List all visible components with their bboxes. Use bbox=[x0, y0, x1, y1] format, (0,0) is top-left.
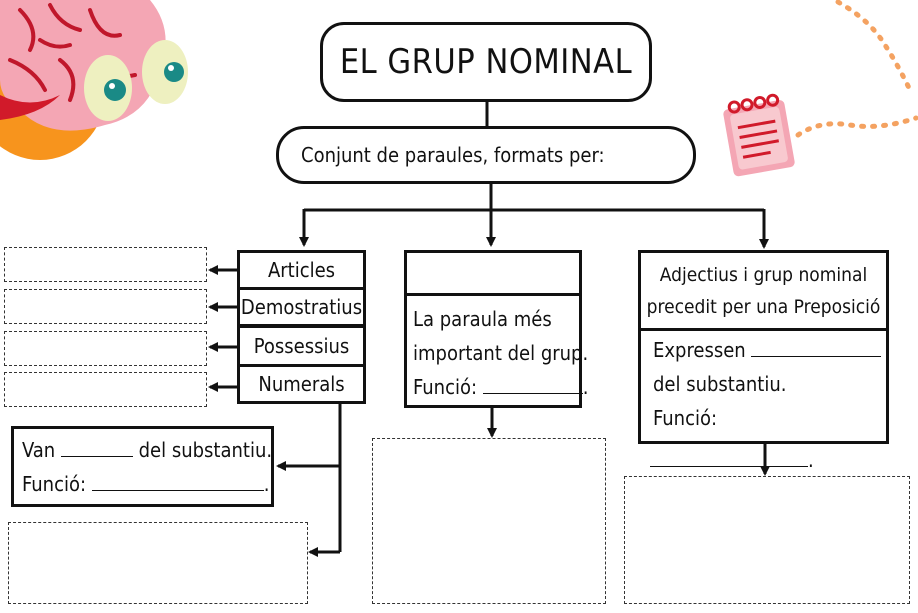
answer-box-possessius[interactable] bbox=[4, 331, 207, 366]
adjectives-text: Expressen bbox=[653, 338, 746, 362]
category-label: Numerals bbox=[258, 372, 345, 396]
noun-text: important del grup. bbox=[413, 341, 589, 365]
blank-line[interactable] bbox=[751, 356, 882, 357]
adjectives-text: del substantiu. bbox=[653, 372, 787, 396]
function-blank-row: . bbox=[650, 448, 816, 472]
adjectives-header: Adjectius i grup nominal precedit per un… bbox=[641, 253, 886, 331]
category-label: Articles bbox=[267, 258, 336, 282]
answer-box-numerals[interactable] bbox=[4, 372, 207, 407]
adjectives-box: Adjectius i grup nominal precedit per un… bbox=[638, 250, 889, 444]
adjectives-header-line: precedit per una Preposició bbox=[646, 295, 881, 318]
subtitle-box: Conjunt de paraules, formats per: bbox=[276, 126, 696, 184]
page-title: EL GRUP NOMINAL bbox=[339, 42, 633, 82]
answer-box-demostratius[interactable] bbox=[4, 289, 207, 324]
function-label: Funció: bbox=[22, 472, 87, 496]
blank-line[interactable] bbox=[650, 466, 808, 467]
category-possessius: Possessius bbox=[237, 325, 366, 367]
brain-illustration bbox=[0, 0, 188, 160]
noun-header-blank[interactable] bbox=[407, 253, 579, 296]
function-label: Funció: bbox=[413, 375, 478, 399]
desc-text: Van bbox=[22, 438, 56, 462]
category-demostratius: Demostratius bbox=[237, 287, 366, 327]
category-label: Demostratius bbox=[240, 295, 363, 319]
subtitle: Conjunt de paraules, formats per: bbox=[301, 143, 605, 167]
noun-box: La paraula més important del grup. Funci… bbox=[404, 250, 589, 408]
function-label: Funció: bbox=[653, 406, 718, 430]
blank-line[interactable] bbox=[91, 490, 264, 491]
answer-box-adjectives[interactable] bbox=[624, 476, 910, 604]
answer-box-determiners[interactable] bbox=[8, 522, 308, 604]
blank-line[interactable] bbox=[60, 456, 133, 457]
desc-text: del substantiu. bbox=[138, 438, 273, 462]
answer-box-noun[interactable] bbox=[372, 438, 606, 604]
category-articles: Articles bbox=[237, 250, 366, 290]
determiners-description: Van del substantiu. Funció: . bbox=[11, 426, 274, 507]
category-label: Possessius bbox=[253, 334, 350, 358]
category-numerals: Numerals bbox=[237, 364, 366, 404]
notepad-illustration bbox=[723, 0, 918, 177]
answer-box-articles[interactable] bbox=[4, 247, 207, 282]
title-box: EL GRUP NOMINAL bbox=[320, 22, 652, 102]
noun-text: La paraula més bbox=[413, 307, 552, 331]
blank-line[interactable] bbox=[482, 393, 583, 394]
adjectives-header-line: Adjectius i grup nominal bbox=[659, 263, 868, 286]
